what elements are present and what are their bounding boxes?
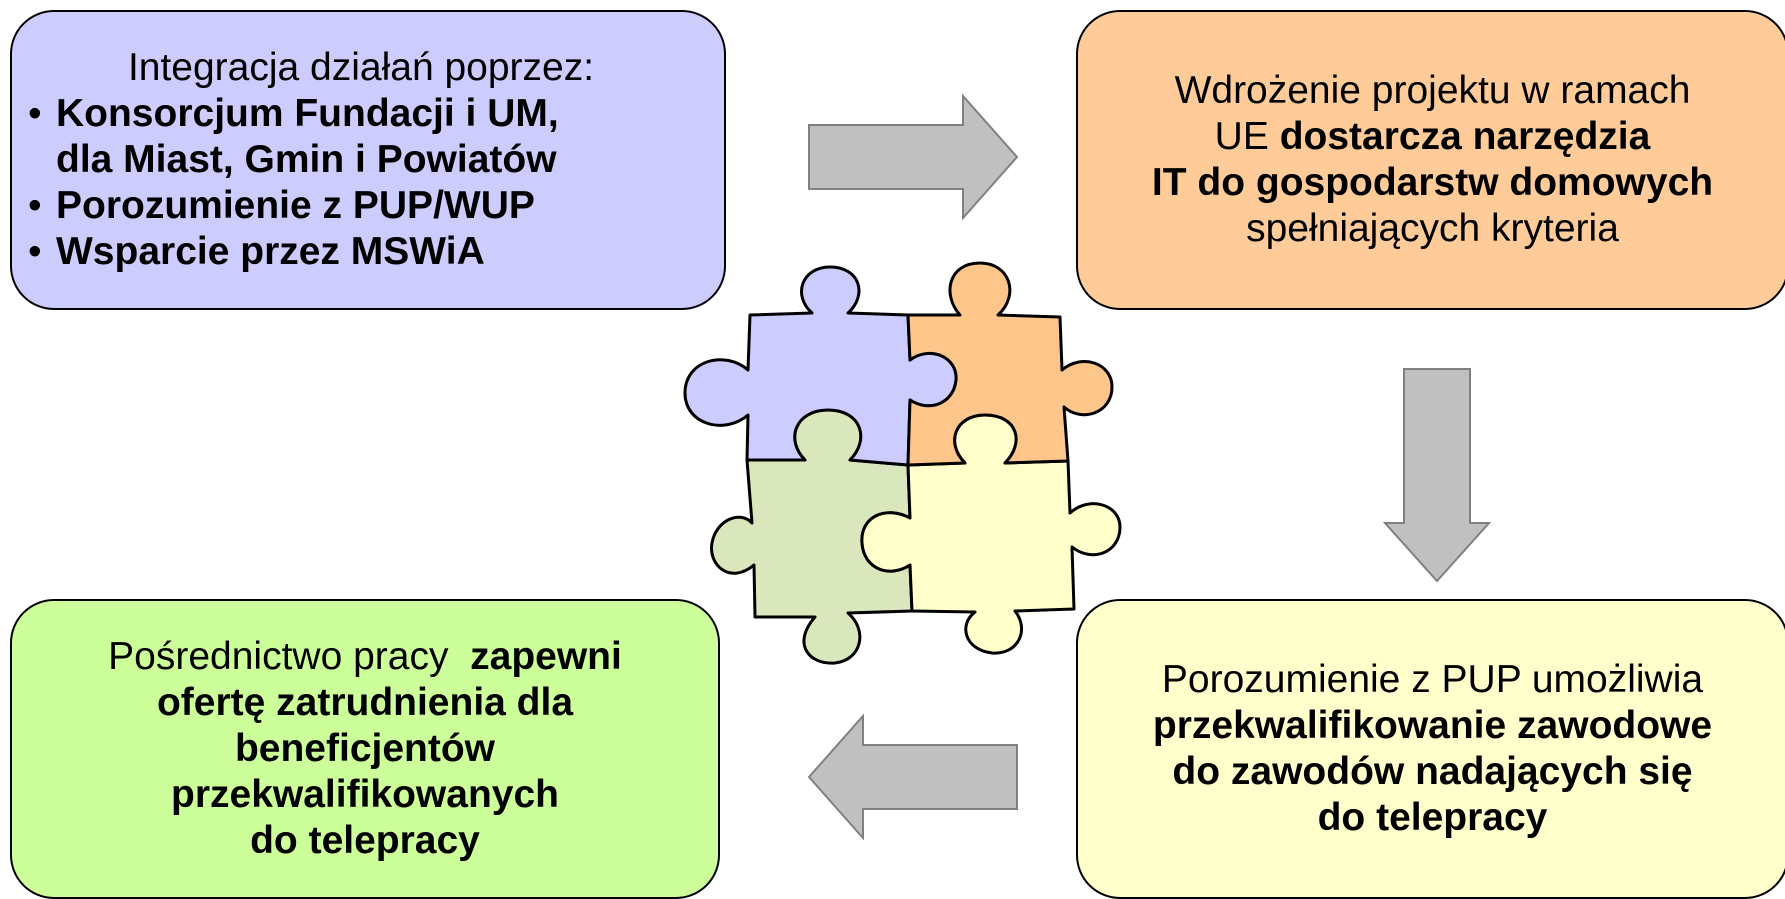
job-placement-line-1: Pośrednictwo pracy zapewni xyxy=(108,634,622,680)
integration-box: Integracja działań poprzez: • Konsorcjum… xyxy=(10,10,726,310)
puzzle-icon xyxy=(683,261,1122,665)
retraining-line-3: do zawodów nadających się xyxy=(1172,750,1693,793)
implementation-line-1: Wdrożenie projektu w ramach xyxy=(1174,69,1691,112)
implementation-line-4: spełniających kryteria xyxy=(1246,207,1619,250)
integration-intro: Integracja działań poprzez: xyxy=(127,46,595,89)
bullet-text: Wsparcie przez MSWiA xyxy=(56,230,485,273)
bullet-text: Porozumienie z PUP/WUP xyxy=(56,184,535,227)
implementation-line-2-normal: UE xyxy=(1214,115,1280,158)
puzzle-piece-purple xyxy=(683,265,958,467)
bullet-text: Konsorcjum Fundacji i UM, xyxy=(56,92,559,135)
job-placement-line-1-bold: zapewni xyxy=(470,635,622,678)
bullet-marker: • xyxy=(28,92,42,135)
retraining-line-4: do telepracy xyxy=(1317,796,1548,839)
job-placement-line-4: przekwalifikowanych xyxy=(171,773,559,816)
arrow-left-icon xyxy=(807,713,1018,841)
retraining-line-1: Porozumienie z PUP umożliwia xyxy=(1161,658,1704,701)
implementation-line-3: IT do gospodarstw domowych xyxy=(1151,161,1714,204)
puzzle-piece-orange xyxy=(906,261,1114,467)
arrow-right-icon xyxy=(808,93,1019,221)
implementation-box: Wdrożenie projektu w ramach UE dostarcza… xyxy=(1076,10,1785,310)
job-placement-line-3: beneficjentów xyxy=(234,727,496,770)
arrow-down-icon xyxy=(1382,368,1492,583)
arrow-left-shape xyxy=(807,713,1018,841)
bullet-marker: • xyxy=(28,230,42,273)
implementation-line-2-bold: dostarcza narzędzia xyxy=(1279,115,1651,158)
bullet-item-pup-wup: • Porozumienie z PUP/WUP xyxy=(28,183,535,229)
retraining-line-2: przekwalifikowanie zawodowe xyxy=(1152,704,1713,747)
bullet-item-consortium: • Konsorcjum Fundacji i UM, xyxy=(28,91,559,137)
job-placement-line-2: ofertę zatrudnienia dla xyxy=(156,681,574,724)
arrow-right-shape xyxy=(808,93,1019,221)
bullet-text-continuation: dla Miast, Gmin i Powiatów xyxy=(56,138,557,181)
bullet-item-mswia: • Wsparcie przez MSWiA xyxy=(28,229,485,275)
job-placement-line-5: do telepracy xyxy=(250,819,480,862)
job-placement-line-1-normal: Pośrednictwo pracy xyxy=(108,635,471,678)
job-placement-box: Pośrednictwo pracy zapewni ofertę zatrud… xyxy=(10,599,720,899)
bullet-marker: • xyxy=(28,184,42,227)
arrow-down-shape xyxy=(1382,368,1492,583)
implementation-line-2: UE dostarcza narzędzia xyxy=(1215,114,1651,160)
retraining-box: Porozumienie z PUP umożliwia przekwalifi… xyxy=(1076,599,1785,899)
